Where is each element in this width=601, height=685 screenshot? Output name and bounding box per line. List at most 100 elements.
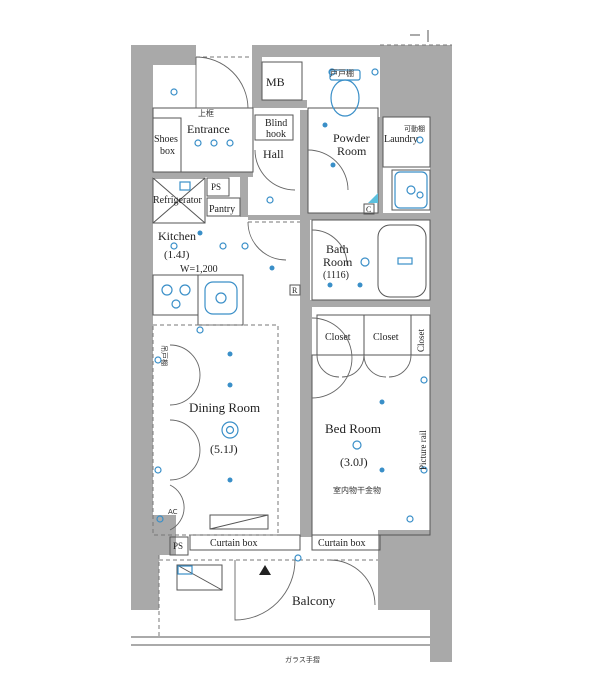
outlet-icon-16 bbox=[371, 68, 379, 76]
label-curtain-box-1: Curtain box bbox=[210, 538, 258, 549]
label-bed-room: Bed Room bbox=[325, 421, 381, 436]
outlet-icon-15 bbox=[328, 68, 336, 76]
outlet-icon-2 bbox=[210, 139, 218, 147]
wall-lower-left-ext bbox=[131, 555, 159, 610]
dashed-lines bbox=[152, 44, 452, 637]
label-kitchen-size: (1.4J) bbox=[164, 249, 190, 261]
wall-bath-top bbox=[308, 213, 430, 220]
label-powder-room-1: Powder bbox=[333, 131, 370, 145]
label-ps-lower: PS bbox=[173, 541, 183, 551]
outline-bedroom bbox=[311, 354, 431, 536]
vent-icon bbox=[368, 193, 378, 203]
markers: C R AC bbox=[168, 205, 371, 516]
wall-bath-bottom bbox=[308, 300, 430, 307]
outline-refrigerator bbox=[152, 177, 206, 224]
outlet-icon-10 bbox=[420, 376, 428, 384]
outlet-icon-8 bbox=[154, 356, 162, 364]
outline-powder bbox=[307, 107, 379, 214]
japanese-notes: 戸戸棚 上框 可動棚 吊戸棚 室内物干金物 ガラス手摺 bbox=[160, 68, 425, 664]
label-kitchen: Kitchen bbox=[158, 229, 196, 243]
stove-burner-icon-3 bbox=[171, 299, 181, 309]
outlet-icon-14 bbox=[294, 554, 302, 562]
wall-sink-bottom bbox=[248, 215, 303, 220]
wall-lower-right bbox=[378, 530, 452, 610]
outlet-icon-20 bbox=[196, 326, 204, 334]
label-ps-upper: PS bbox=[211, 182, 221, 192]
label-bath-room-1: Bath bbox=[326, 242, 349, 256]
note-railing: ガラス手摺 bbox=[285, 655, 320, 664]
wall-hall-kitchen bbox=[300, 215, 310, 315]
label-laundry: Laundry bbox=[384, 134, 418, 145]
label-bath-room-2: Room bbox=[323, 255, 353, 269]
closet-door-1 bbox=[316, 354, 365, 378]
label-dining-room: Dining Room bbox=[189, 400, 260, 415]
outline-ps-lower bbox=[169, 536, 189, 556]
balcony-arrow-icon bbox=[259, 565, 271, 575]
outlet-icon-6 bbox=[219, 242, 227, 250]
dining-room-boundary bbox=[152, 324, 279, 536]
bath-faucet-icon bbox=[360, 257, 370, 267]
kitchen-door bbox=[247, 221, 287, 261]
light-icon-11 bbox=[357, 282, 363, 288]
outline-laundry bbox=[382, 116, 431, 168]
label-refrigerator: Refrigerator bbox=[153, 195, 203, 206]
r-marker-box bbox=[289, 284, 301, 296]
entrance-door bbox=[195, 56, 249, 109]
label-kitchen-width: W=1,200 bbox=[180, 264, 218, 275]
outlet-icon-11 bbox=[420, 466, 428, 474]
outline-stove bbox=[152, 274, 199, 316]
fixtures bbox=[154, 68, 428, 575]
note-laundry-shelf: 可動棚 bbox=[404, 124, 425, 133]
light-icon-3 bbox=[227, 351, 233, 357]
note-entrance-step: 上框 bbox=[198, 108, 214, 118]
light-icon-6 bbox=[379, 399, 385, 405]
outline-ac-unit bbox=[209, 514, 269, 530]
bath-door bbox=[311, 229, 348, 266]
wall-kitchen-top bbox=[153, 172, 253, 177]
label-mb: MB bbox=[266, 75, 285, 89]
room-outlines bbox=[131, 61, 431, 646]
balcony-door-right bbox=[329, 559, 376, 606]
outline-mb bbox=[261, 61, 303, 101]
note-top-door: 戸戸棚 bbox=[330, 68, 354, 78]
light-icon-8 bbox=[269, 265, 275, 271]
walls bbox=[131, 45, 452, 662]
label-blind-hook-2: hook bbox=[266, 129, 286, 140]
toilet-bowl-icon bbox=[330, 79, 360, 117]
refrigerator-diag-2 bbox=[152, 177, 206, 224]
wall-top-left bbox=[131, 45, 196, 65]
outline-bathtub bbox=[377, 224, 427, 298]
powder-door bbox=[307, 149, 349, 191]
outlet-icon-7 bbox=[241, 242, 249, 250]
wall-balcony-right bbox=[430, 607, 452, 662]
c-marker-box bbox=[363, 203, 375, 215]
ac-unit-diag bbox=[209, 514, 269, 530]
label-closet-1: Closet bbox=[325, 332, 351, 343]
label-curtain-box-2: Curtain box bbox=[318, 538, 366, 549]
label-entrance: Entrance bbox=[187, 122, 230, 136]
light-icon-7 bbox=[379, 467, 385, 473]
outlet-icon-17 bbox=[416, 136, 424, 144]
wall-left bbox=[131, 45, 153, 530]
wall-dining-bed bbox=[300, 307, 312, 537]
dining-ceiling-light-icon bbox=[221, 421, 239, 439]
shelf-arc-2 bbox=[169, 419, 201, 481]
wall-mb-left bbox=[252, 45, 262, 105]
outlet-icon-19 bbox=[266, 196, 274, 204]
outline-blind-hook bbox=[254, 114, 294, 141]
wall-mb-bottom bbox=[252, 100, 307, 108]
stove-burner-icon-2 bbox=[179, 284, 191, 296]
outlet-icon-3 bbox=[226, 139, 234, 147]
outlet-icon-13 bbox=[406, 515, 414, 523]
doors bbox=[169, 56, 412, 621]
label-hall: Hall bbox=[263, 147, 284, 161]
marker-c: C bbox=[366, 205, 371, 214]
label-blind-hook-1: Blind bbox=[265, 118, 287, 129]
light-icon-1 bbox=[322, 122, 328, 128]
outline-ps-upper bbox=[206, 177, 230, 197]
label-pantry: Pantry bbox=[209, 204, 235, 215]
wall-right-mid bbox=[430, 117, 452, 607]
corner-marks bbox=[410, 30, 429, 42]
label-dining-room-size: (5.1J) bbox=[210, 442, 238, 456]
